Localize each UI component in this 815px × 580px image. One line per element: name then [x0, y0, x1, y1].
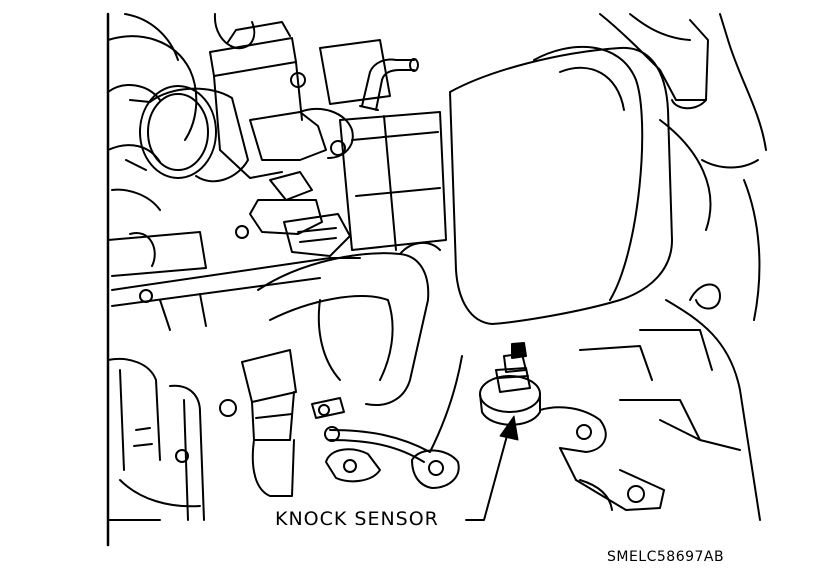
curved-runner [257, 242, 441, 406]
callout-leader [465, 415, 519, 521]
metal-pipe [311, 355, 463, 463]
throttle-body-bore [125, 85, 249, 183]
figure-reference-code: SMELC58697AB [607, 549, 725, 565]
knock-sensor-icon [479, 342, 541, 426]
knock-sensor-label: KNOCK SENSOR [275, 508, 439, 530]
lower-left-tubing [107, 358, 237, 521]
upper-left-hoses [107, 13, 256, 211]
vacuum-hose [359, 58, 419, 111]
lower-brackets [325, 448, 460, 489]
upper-right-hose [599, 13, 767, 310]
right-housing [579, 179, 761, 521]
center-bracket [319, 39, 447, 251]
throttle-sensor-connector [235, 199, 351, 257]
hose-elbow [241, 349, 297, 497]
intake-plenum [449, 45, 673, 325]
throttle-body-module [209, 21, 354, 201]
intake-runner [107, 231, 361, 331]
sensor-bracket [539, 399, 741, 511]
